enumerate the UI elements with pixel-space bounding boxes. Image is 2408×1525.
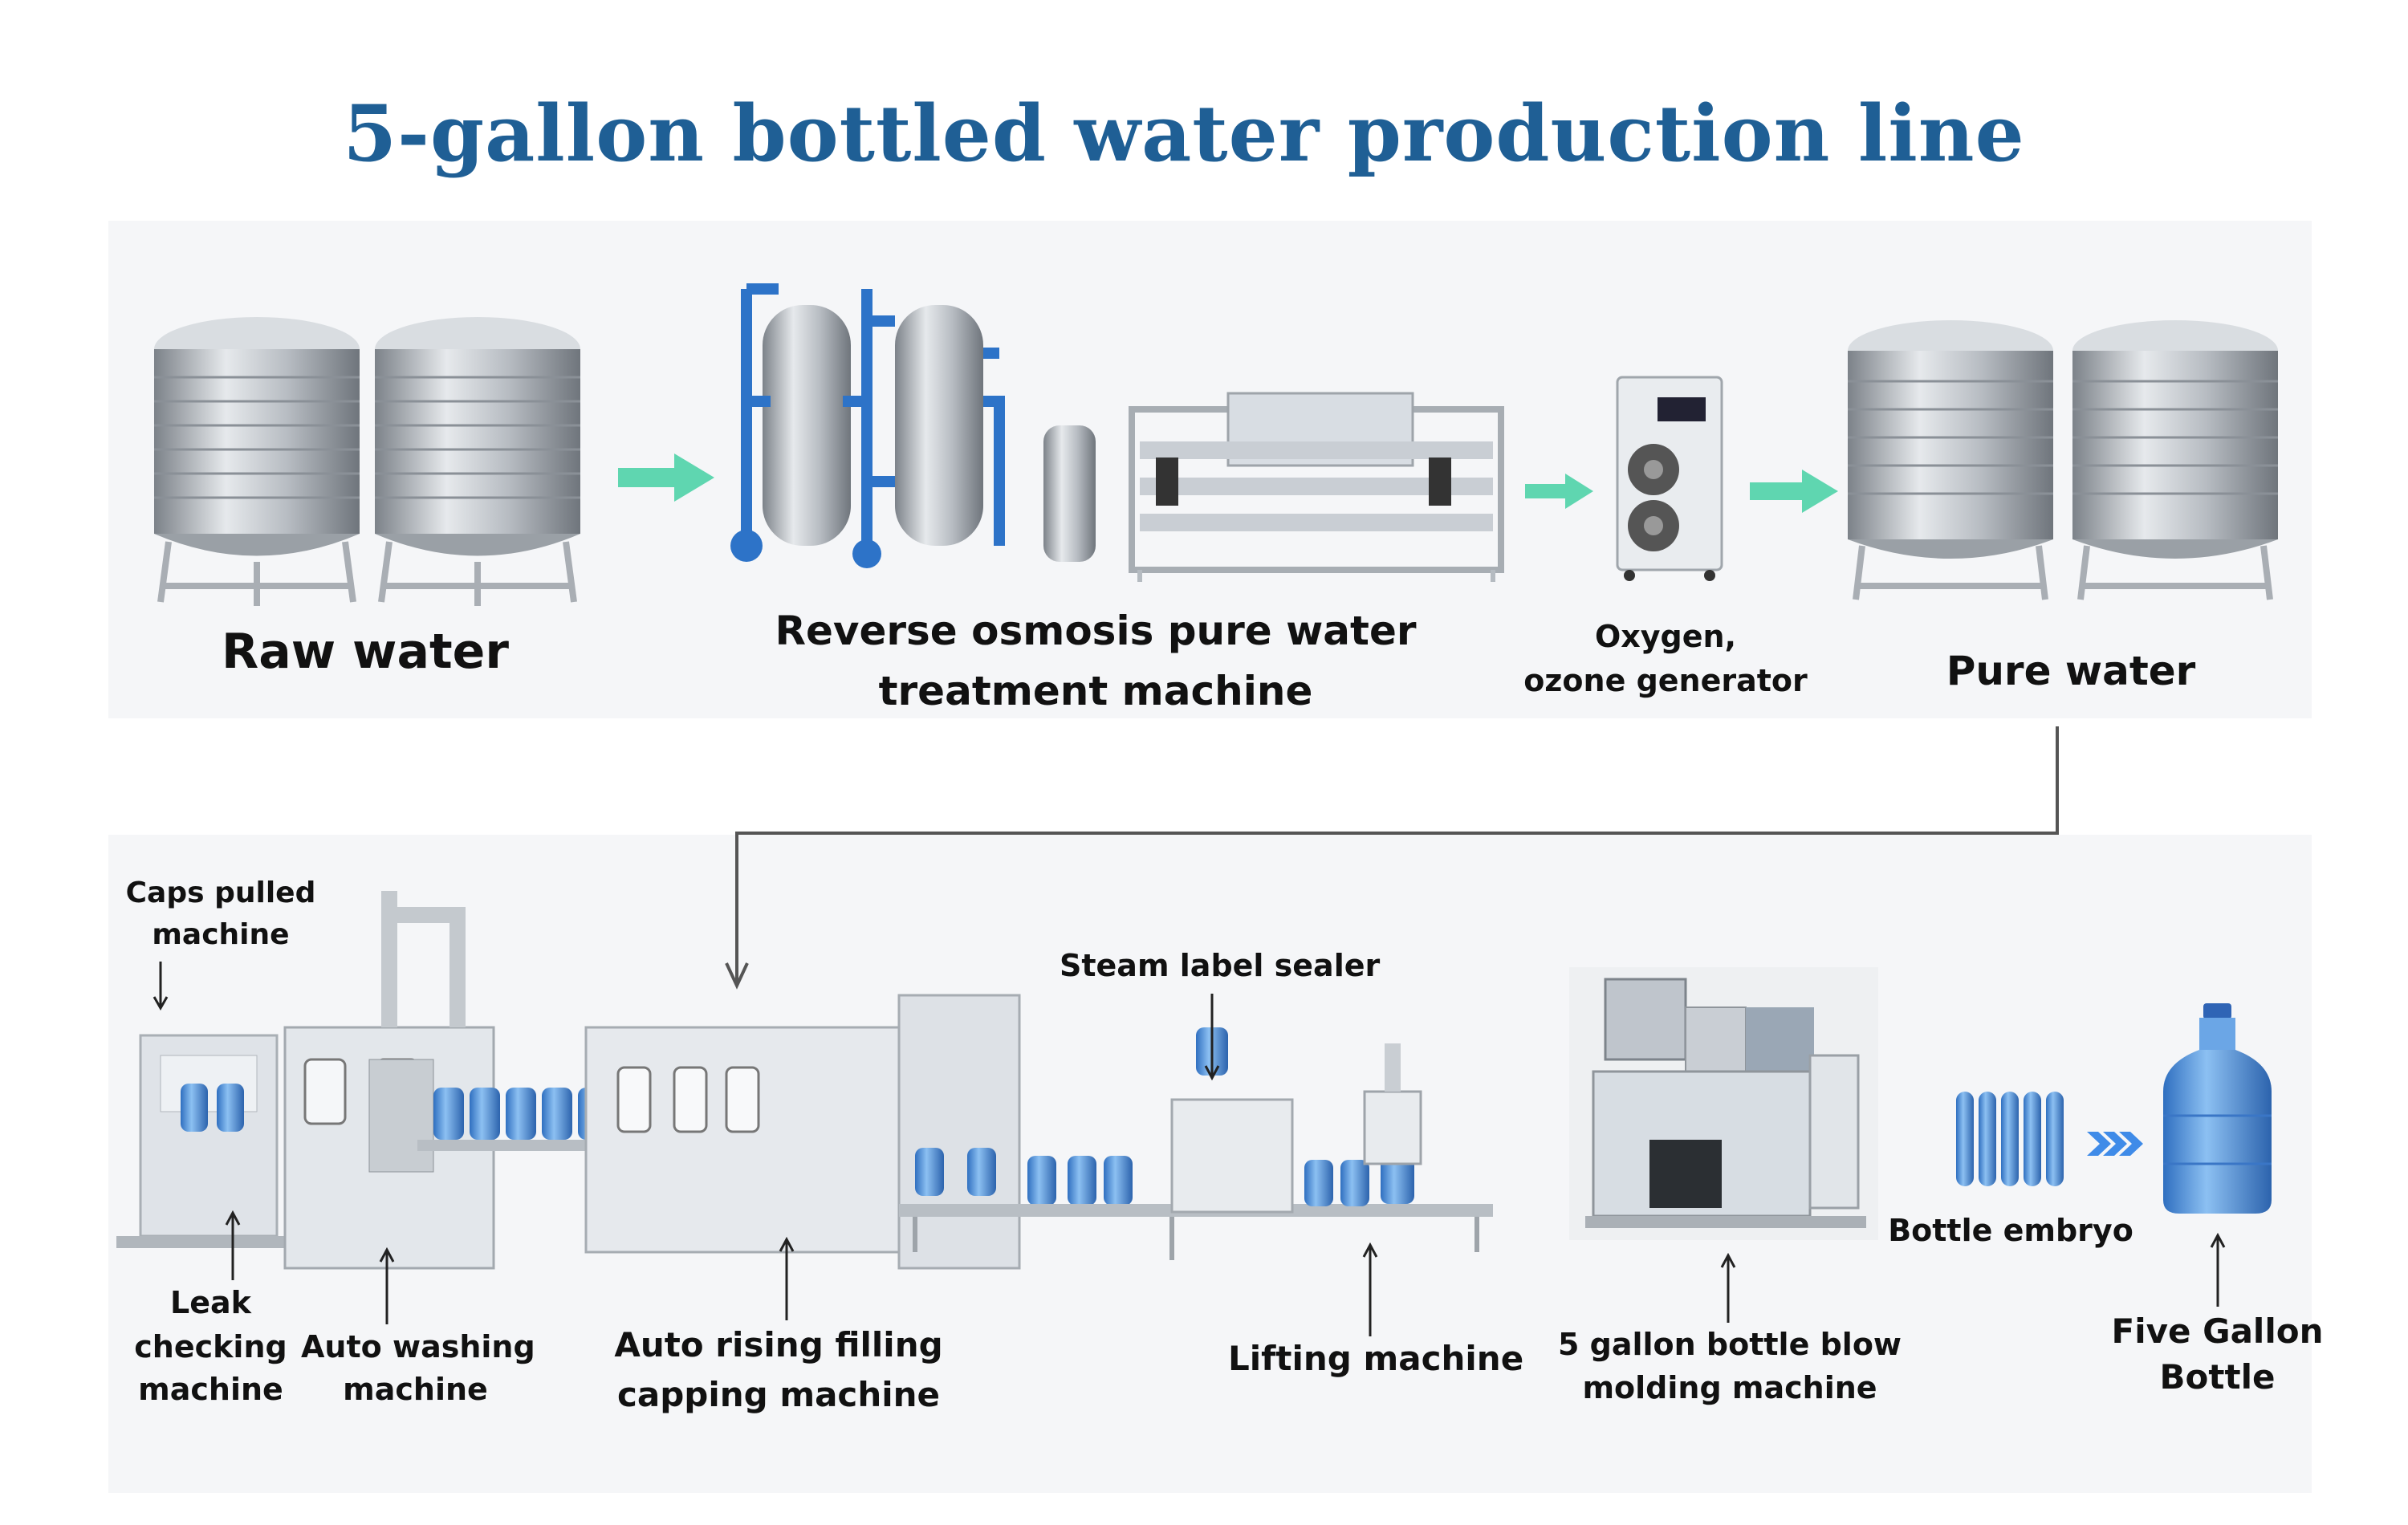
label-leak-line2: checking	[134, 1329, 287, 1364]
steel-tank-icon	[1848, 320, 2053, 600]
label-ozone-line1: Oxygen,	[1594, 619, 1737, 654]
ozone-generator-icon	[1616, 376, 1723, 581]
label-wash-line1: Auto washing	[301, 1329, 535, 1364]
label-wash-line2: machine	[343, 1372, 488, 1407]
label-raw-water: Raw water	[222, 624, 509, 680]
diagram-title: 5-gallon bottled water production line	[343, 88, 2025, 179]
flow-arrow	[618, 453, 714, 502]
label-bottle-line2: Bottle	[2159, 1357, 2276, 1397]
label-caps-line2: machine	[152, 918, 290, 951]
label-ro-line1: Reverse osmosis pure water	[775, 608, 1417, 654]
label-lifting: Lifting machine	[1228, 1339, 1524, 1378]
flow-arrow	[1750, 470, 1838, 513]
steel-tank-icon	[2072, 320, 2278, 600]
bottle-line-icon	[116, 891, 1493, 1270]
flow-arrow	[1525, 474, 1593, 509]
chevron-right-icon	[2087, 1132, 2143, 1156]
label-steam: Steam label sealer	[1060, 948, 1381, 983]
steel-tank-icon	[154, 317, 360, 606]
label-ro-line2: treatment machine	[878, 668, 1313, 714]
pure-water-tanks	[1848, 320, 2278, 600]
label-fill-line1: Auto rising filling	[614, 1325, 943, 1364]
label-blow-line2: molding machine	[1582, 1370, 1877, 1405]
label-ozone-line2: ozone generator	[1523, 663, 1808, 698]
label-fill-line2: capping machine	[616, 1375, 941, 1414]
steel-tank-icon	[375, 317, 580, 606]
bottle-embryo-icon	[1956, 1092, 2064, 1186]
label-bottle-line1: Five Gallon	[2111, 1312, 2324, 1351]
label-leak-line1: Leak	[170, 1285, 251, 1320]
five-gallon-bottle-icon	[2163, 1003, 2272, 1214]
label-embryo: Bottle embryo	[1888, 1213, 2133, 1248]
ro-machine-icon	[730, 283, 1504, 582]
raw-water-tanks	[154, 317, 580, 606]
label-caps-line1: Caps pulled	[125, 876, 316, 909]
blow-molding-icon	[1569, 967, 1878, 1240]
label-blow-line1: 5 gallon bottle blow	[1557, 1327, 1902, 1362]
label-pure-water: Pure water	[1946, 648, 2196, 694]
label-leak-line3: machine	[138, 1372, 283, 1407]
